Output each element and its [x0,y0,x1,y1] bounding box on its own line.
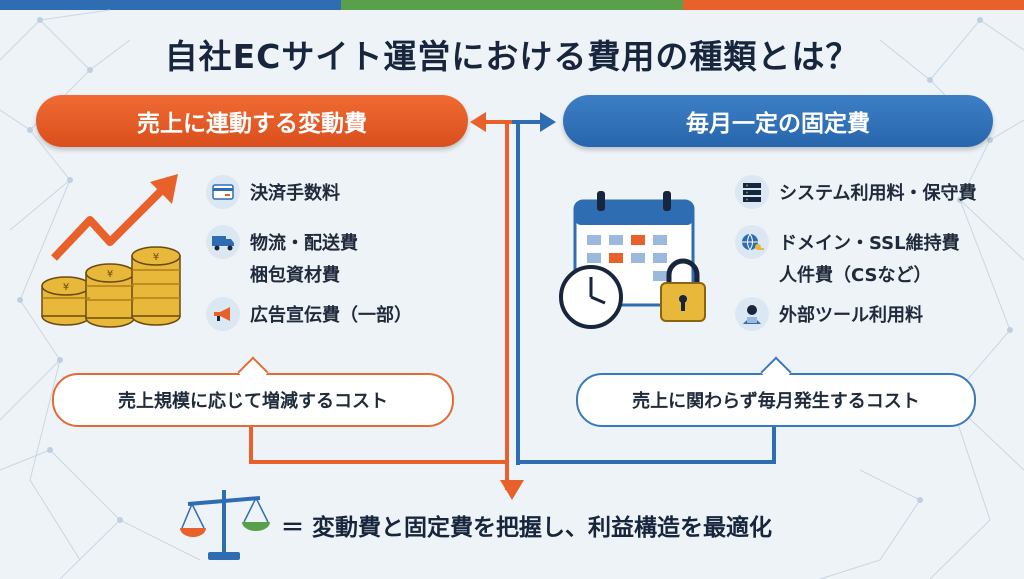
globe-key-icon [735,225,769,259]
fixed-item-domain-ssl: ドメイン・SSL維持費 [735,225,960,259]
variable-item-label: 決済手数料 [250,183,340,204]
fixed-item-external-tools: 外部ツール利用料 [735,297,923,331]
arrow-right-icon [540,112,556,132]
variable-item-payment-fee: 決済手数料 [206,175,340,209]
fixed-item-label: 外部ツール利用料 [779,305,923,326]
variable-cost-header: 売上に連動する変動費 [36,95,468,147]
variable-cost-note-text: 売上規模に応じて増減するコスト [118,391,388,412]
megaphone-icon [206,297,240,331]
variable-item-label: 梱包資材費 [250,265,340,286]
delivery-truck-icon [206,225,240,259]
balance-scale-icon [180,490,270,560]
fixed-item-personnel: 人件費（CSなど） [779,261,932,287]
variable-cost-header-label: 売上に連動する変動費 [137,111,367,137]
page-title: 自社ECサイト運営における費用の種類とは？ [164,37,860,76]
operator-icon [735,297,769,331]
coins-rising-arrow-icon: ¥ ¥ ¥ [41,174,181,328]
fixed-cost-note: 売上に関わらず毎月発生するコスト [576,356,976,427]
svg-text:¥: ¥ [63,282,69,293]
fixed-item-label: システム利用料・保守費 [779,183,977,204]
variable-item-shipping: 物流・配送費 [206,225,358,259]
svg-text:¥: ¥ [153,252,159,263]
variable-item-label: 広告宣伝費（一部） [250,305,412,326]
arrow-left-icon [470,112,486,132]
variable-item-advertising: 広告宣伝費（一部） [206,297,412,331]
fixed-item-system-fee: システム利用料・保守費 [735,175,976,209]
fixed-item-label: ドメイン・SSL維持費 [779,233,960,254]
fixed-cost-note-text: 売上に関わらず毎月発生するコスト [632,391,920,412]
fixed-item-label: 人件費（CSなど） [779,265,932,286]
variable-cost-note: 売上規模に応じて増減するコスト [52,356,454,427]
variable-item-packaging: 梱包資材費 [250,261,340,287]
variable-item-label: 物流・配送費 [250,233,358,254]
server-icon [735,175,769,209]
conclusion-text: ＝ 変動費と固定費を把握し、利益構造を最適化 [281,515,773,541]
fixed-cost-header-label: 毎月一定の固定費 [686,111,870,137]
top-color-bar [0,0,1024,10]
arrow-down-icon [500,480,524,500]
credit-card-icon [206,175,240,209]
svg-text:¥: ¥ [107,269,113,280]
calendar-clock-lock-icon [559,191,706,329]
fixed-cost-header: 毎月一定の固定費 [563,95,993,147]
